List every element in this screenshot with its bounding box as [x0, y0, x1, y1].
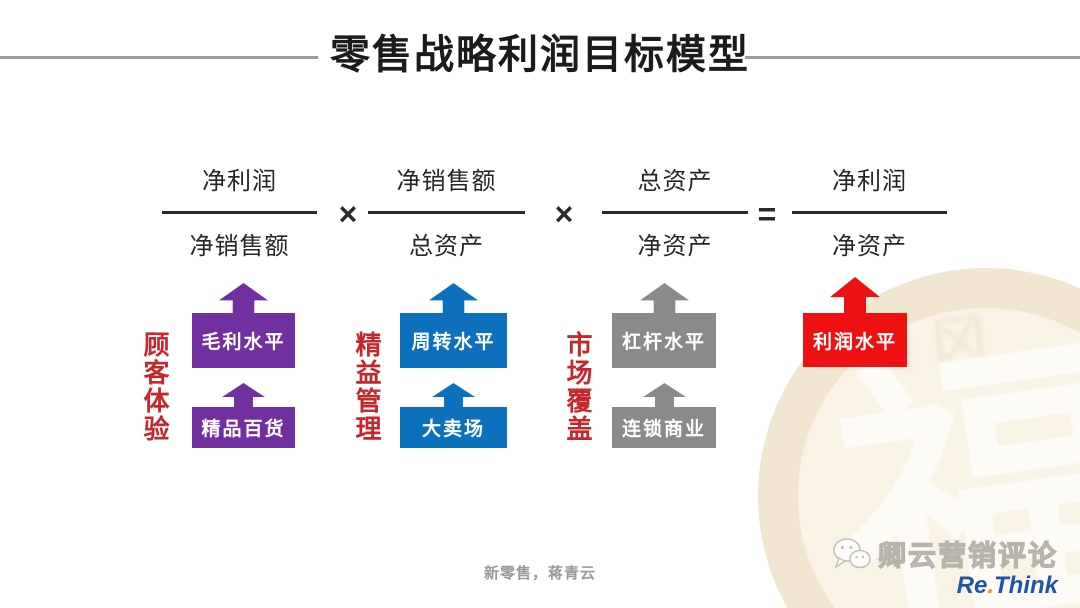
equals-sign: =	[757, 196, 777, 232]
brand-block: 卿云营销评论 Re.Think	[832, 534, 1058, 600]
page-title: 零售战略利润目标模型	[330, 33, 750, 77]
fraction-1-bar	[162, 211, 317, 214]
fraction-2-numerator: 净销售额	[396, 167, 497, 195]
fraction-1-denominator: 净销售额	[189, 233, 290, 260]
fraction-3-bar	[602, 211, 748, 214]
box-leverage-level: 杠杆水平	[612, 313, 716, 368]
fraction-1: 净利润 净销售额	[162, 152, 317, 261]
box-hypermarket: 大卖场	[400, 407, 507, 448]
side-label-lean-management: 精益管理	[352, 331, 382, 443]
up-arrow-icon	[429, 283, 478, 314]
fraction-4-numerator: 净利润	[832, 167, 907, 195]
up-arrow-icon	[432, 383, 475, 408]
up-arrow-icon	[830, 277, 880, 313]
title-rule-left	[0, 56, 318, 59]
title-rule-right	[745, 56, 1080, 59]
box-turnover-level: 周转水平	[400, 313, 507, 368]
up-arrow-icon	[222, 383, 265, 408]
fraction-2-denominator: 总资产	[409, 233, 484, 260]
fraction-3: 总资产 净资产	[602, 152, 748, 261]
brand-name-cn: 卿云营销评论	[877, 539, 1058, 571]
footer-caption: 新零售，蒋青云	[483, 565, 596, 582]
up-arrow-icon	[219, 283, 268, 314]
side-label-market-coverage: 市场覆盖	[563, 331, 593, 443]
side-label-customer-experience: 顾客体验	[140, 331, 170, 443]
fraction-3-denominator: 净资产	[637, 233, 713, 260]
multiply-sign-2: ×	[554, 196, 574, 232]
brand-en-dot: .	[987, 572, 994, 599]
fraction-1-numerator: 净利润	[202, 167, 277, 195]
fraction-4-bar	[792, 211, 947, 214]
up-arrow-icon	[643, 383, 686, 408]
fraction-2: 净销售额 总资产	[368, 152, 525, 261]
box-profit-level: 利润水平	[803, 313, 907, 367]
box-chain-business: 连锁商业	[612, 407, 716, 448]
brand-name-en: Re.Think	[832, 572, 1058, 600]
fraction-3-numerator: 总资产	[637, 167, 713, 195]
box-gross-margin-level: 毛利水平	[192, 313, 295, 368]
brand-en-think: Think	[994, 572, 1058, 599]
fraction-2-bar	[368, 211, 525, 214]
fraction-4: 净利润 净资产	[792, 152, 947, 261]
up-arrow-icon	[640, 283, 689, 314]
fraction-4-denominator: 净资产	[832, 233, 907, 260]
wechat-icon	[833, 538, 871, 569]
box-boutique-department: 精品百货	[192, 407, 295, 448]
multiply-sign-1: ×	[338, 196, 358, 232]
brand-en-re: Re	[956, 572, 988, 599]
